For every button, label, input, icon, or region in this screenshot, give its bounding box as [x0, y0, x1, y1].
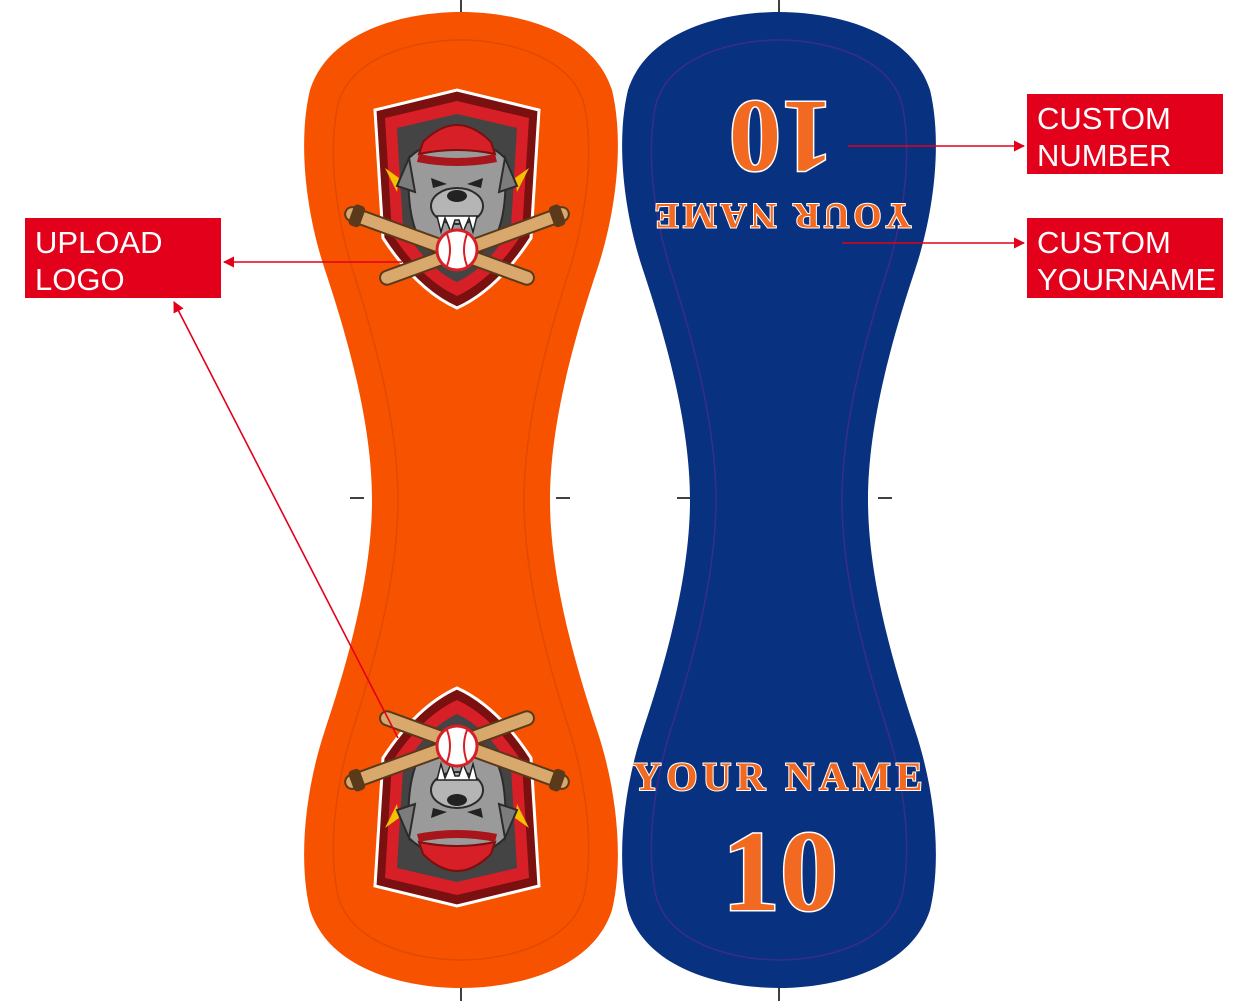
custom-name-bottom[interactable]: YOUR NAME [632, 753, 928, 800]
custom-number-callout[interactable]: CUSTOM NUMBER [1027, 94, 1223, 174]
blue-panel-inner-outline [650, 39, 908, 961]
custom-yourname-callout[interactable]: CUSTOM YOURNAME [1027, 218, 1223, 298]
upload-logo-callout[interactable]: UPLOAD LOGO [25, 218, 221, 298]
orange-panel [304, 12, 618, 988]
blue-panel [622, 12, 936, 988]
custom-number-bottom[interactable]: 10 [721, 807, 840, 938]
callout-line-1: CUSTOM [1037, 225, 1171, 260]
callout-line-1: UPLOAD [35, 225, 163, 260]
arrow-upload-logo-bottom [173, 301, 399, 739]
callout-line-1: CUSTOM [1037, 101, 1171, 136]
custom-name-top[interactable]: YOUR NAME [650, 195, 913, 237]
custom-number-top[interactable]: 10 [728, 78, 835, 196]
arrows [173, 140, 1026, 739]
callout-line-2: NUMBER [1037, 138, 1172, 173]
orange-panel-inner-outline [332, 39, 590, 961]
custom-text-top[interactable]: 10 YOUR NAME [650, 78, 913, 238]
callout-line-2: LOGO [35, 262, 125, 297]
callout-line-2: YOURNAME [1037, 262, 1217, 297]
